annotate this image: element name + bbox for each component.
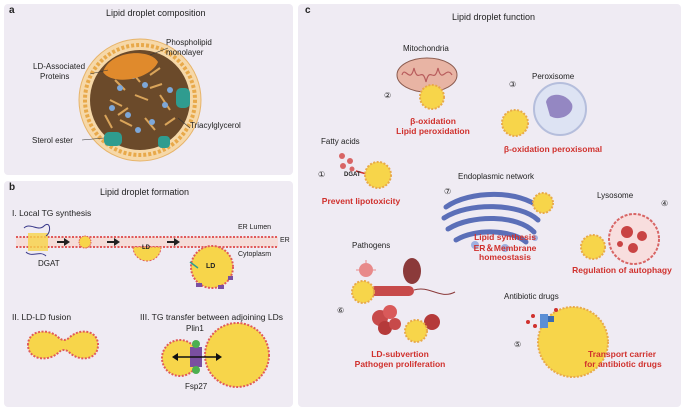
ld-surface-proteins	[196, 276, 233, 289]
pathogens-illustration	[356, 258, 456, 335]
pathogens-label: Pathogens	[352, 241, 391, 250]
cytoplasm-label: Cytoplasm	[238, 251, 272, 258]
beta-oxidation-peroxisomal-label: β-oxidation peroxisomal	[503, 144, 603, 154]
number-2-label: ②	[384, 91, 392, 100]
number-4-label: ④	[661, 199, 669, 208]
pathogen-proliferation-label: Pathogen proliferation	[354, 359, 446, 369]
phospholipid-label: Phospholipid	[166, 38, 212, 47]
number-5-label: ⑤	[514, 340, 522, 349]
ld-fusion-shape	[26, 330, 100, 360]
number-3-label: ③	[509, 80, 517, 89]
peroxisome-label: Peroxisome	[532, 72, 575, 81]
number-1-label: ①	[318, 170, 326, 179]
antibiotic-drugs-label: Antibiotic drugs	[504, 292, 559, 301]
panel-c-letter: c	[305, 5, 311, 16]
mitochondria-label: Mitochondria	[403, 44, 449, 53]
dgat-label: DGAT	[38, 259, 60, 268]
fatty-acids-label: Fatty acids	[321, 137, 360, 146]
number-7-label: ⑦	[444, 187, 452, 196]
for-antibiotic-drugs-label: for antibiotic drugs	[584, 359, 662, 369]
plin1-label: Plin1	[186, 324, 204, 333]
fsp27-label: Fsp27	[185, 382, 208, 391]
panel-a-title: Lipid droplet composition	[106, 8, 206, 18]
panel-a-leader-lines	[81, 47, 191, 141]
ld-subversion-label: LD-subvertion	[371, 349, 429, 359]
tg-transfer-label: III. TG transfer between adjoining LDs	[140, 312, 284, 322]
lysosome-label: Lysosome	[597, 191, 634, 200]
ld-label-large: LD	[206, 263, 216, 270]
large-ld	[204, 322, 270, 388]
beta-oxidation-label: β-oxidation	[410, 116, 456, 126]
panel-c-title: Lipid droplet function	[452, 12, 536, 22]
ld-label-small: LD	[142, 245, 150, 251]
prevent-lipotoxicity-label: Prevent lipotoxicity	[321, 196, 401, 206]
er-lumen-label: ER Lumen	[238, 224, 272, 231]
regulation-of-autophagy-label: Regulation of autophagy	[572, 265, 672, 275]
transport-carrier-label: Transport carrier	[587, 349, 657, 359]
panel-a-letter: a	[9, 5, 15, 16]
monolayer-label: monolayer	[166, 48, 204, 57]
endoplasmic-network-illustration	[441, 191, 543, 245]
dgat-complex	[23, 223, 51, 257]
antibiotic-drug-molecules	[526, 308, 558, 328]
homeostasis-label: homeostasis	[479, 252, 531, 262]
endoplasmic-network-label: Endoplasmic network	[458, 172, 535, 181]
number-6-label: ⑥	[337, 306, 345, 315]
lipid-synthesis-label: Lipid synthesis	[474, 232, 536, 242]
local-tg-synthesis-label: I. Local TG synthesis	[12, 208, 92, 218]
lipid-peroxidation-label: Lipid peroxidation	[396, 126, 470, 136]
panel-b-title: Lipid droplet formation	[100, 187, 190, 197]
triacylglycerol-label: Triacylglycerol	[190, 121, 241, 130]
ld-ld-fusion-label: II. LD-LD fusion	[12, 312, 72, 322]
proteins-label: Proteins	[40, 72, 70, 81]
er-membrane-label: ER＆Membrane	[473, 243, 537, 253]
fatty-acid-dgat-label: DGAT	[344, 172, 361, 178]
er-label: ER	[280, 237, 290, 244]
lipid-droplet-composition-illustration	[78, 38, 202, 162]
fatty-acid-dots	[339, 153, 355, 172]
fsp27-plin1-complex	[172, 340, 222, 374]
peroxisome-illustration	[533, 82, 587, 136]
mitochondria-illustration	[396, 57, 458, 93]
lysosome-illustration	[608, 213, 660, 265]
sterol-ester-label: Sterol ester	[32, 136, 73, 145]
panel-b-letter: b	[9, 182, 16, 193]
ld-associated-label: LD-Associated	[33, 62, 86, 71]
er-vesicles	[471, 235, 538, 252]
antibiotic-carrier-ld	[537, 306, 609, 378]
